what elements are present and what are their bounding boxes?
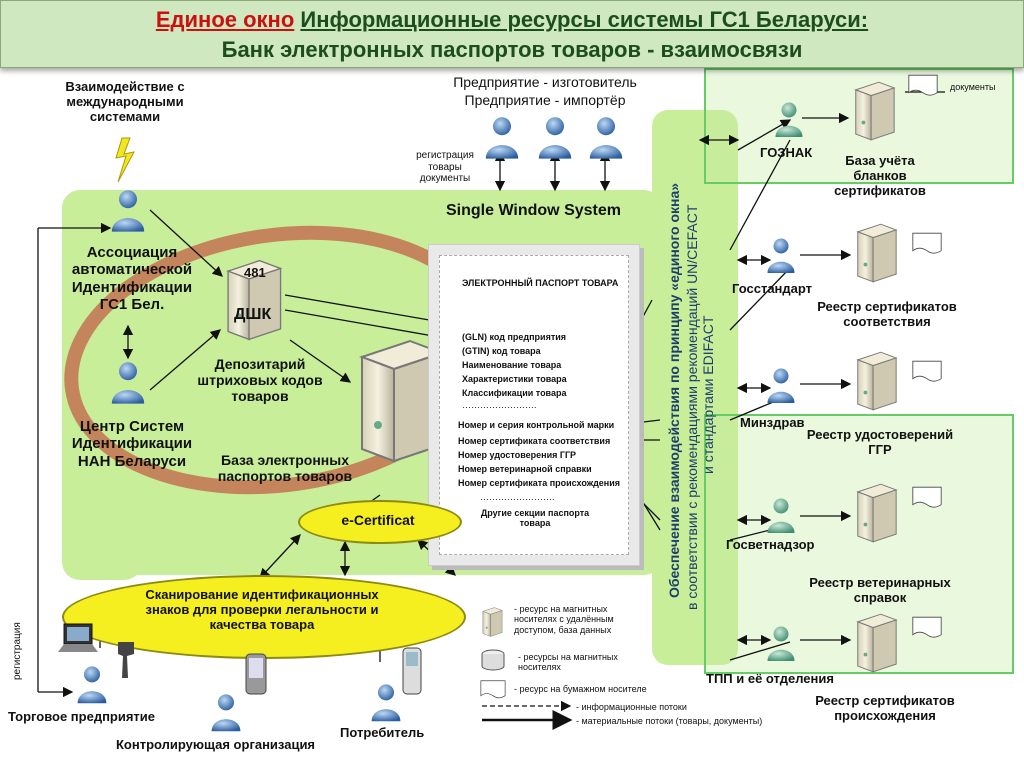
legend-disk-icon	[481, 649, 505, 671]
passport-line: Классификации товара	[462, 388, 567, 398]
passport-panel: ЭЛЕКТРОННЫЙ ПАСПОРТ ТОВАРА (GLN) код пре…	[428, 244, 640, 566]
person-icon	[766, 366, 796, 404]
band-text-1: Обеспечение взаимодействия по принципу «…	[666, 182, 682, 598]
person-icon	[76, 664, 108, 704]
goznak-label: ГОЗНАК	[760, 145, 813, 160]
dshk-caption: Депозитарий штриховых кодов товаров	[197, 356, 323, 405]
minzdrav-db-label: Реестр удостоверений ГГР	[806, 427, 954, 457]
passport-line: Номер и серия контрольной марки	[458, 420, 615, 430]
person-icon	[484, 115, 520, 159]
passport-line: Номер сертификата происхождения	[458, 478, 621, 488]
gosstandart-label: Госстандарт	[732, 281, 813, 296]
passport-line: Номер ветеринарной справки	[458, 464, 592, 474]
dshk-label: ДШК	[234, 306, 272, 323]
scanner-icon	[118, 642, 134, 678]
gosstandart-db-label: Реестр сертификатов соответствия	[817, 299, 957, 329]
association-label: Ассоциация автоматической Идентификации …	[71, 244, 193, 313]
page-title: Информационные ресурсы системы ГС1 Белар…	[300, 7, 869, 32]
goznak-box	[704, 68, 1014, 184]
gosvet-db-label: Реестр ветеринарных справок	[809, 575, 951, 605]
passport-line: Другие секции паспорта товара	[480, 508, 590, 529]
person-icon	[766, 624, 796, 662]
person-icon	[774, 100, 804, 138]
title-accent: Единое окно	[155, 7, 295, 32]
single-window-label: Single Window System	[446, 202, 621, 219]
importer-label: Предприятие - импортёр	[464, 92, 626, 108]
gosvet-label: Госветнадзор	[726, 537, 815, 552]
lightning-icon	[115, 137, 135, 183]
person-icon	[370, 682, 402, 722]
dshk-number: 481	[244, 265, 266, 280]
consumer-label: Потребитель	[340, 725, 425, 740]
paper-icon	[912, 486, 942, 510]
legend-paper-icon	[480, 680, 506, 700]
person-icon	[766, 496, 796, 534]
producer-label: Предприятие - изготовитель	[453, 74, 637, 90]
control-label: Контролирующая организация	[116, 737, 316, 752]
server-icon	[850, 80, 898, 142]
server-icon	[852, 350, 900, 412]
legend-material-text: - материальные потоки (товары, документы…	[576, 716, 763, 726]
person-icon	[110, 360, 146, 404]
laptop-icon	[58, 623, 98, 652]
passport-heading: ЭЛЕКТРОННЫЙ ПАСПОРТ ТОВАРА	[462, 278, 619, 288]
tpp-label: ТПП и её отделения	[706, 671, 834, 686]
band-text-3: и стандартами EDIFACT	[700, 315, 716, 474]
passport-line: Наименование товара	[462, 360, 562, 370]
legend-info-text: - информационные потоки	[576, 702, 687, 712]
legend-server-text: - ресурс на магнитных носителях с удалён…	[514, 604, 614, 635]
international-label: Взаимодействие с международными системам…	[65, 79, 185, 124]
goznak-db-label: База учёта бланков сертификатов	[834, 153, 926, 198]
person-icon	[537, 115, 573, 159]
scan-label: Сканирование идентификационных знаков дл…	[145, 587, 379, 632]
registration-docs-label: регистрация товары документы	[416, 150, 474, 184]
server-icon	[852, 222, 900, 284]
paper-icon	[908, 74, 938, 98]
legend-disk-text: - ресурсы на магнитных носителях	[518, 652, 618, 673]
legend-server-icon	[480, 606, 504, 638]
database-caption: База электронных паспортов товаров	[217, 452, 353, 485]
passport-line: Номер сертификата соответствия	[458, 436, 611, 446]
passport-line: (GTIN) код товара	[462, 346, 541, 356]
paper-icon	[912, 360, 942, 384]
band-text-2: в соответствии с рекомендациями рекоменд…	[684, 204, 700, 610]
person-icon	[110, 188, 146, 232]
phone-icon	[402, 647, 422, 695]
tpp-db-label: Реестр сертификатов происхождения	[815, 693, 955, 723]
passport-line: Номер удостоверения ГГР	[458, 450, 577, 460]
minzdrav-label: Минздрав	[740, 415, 805, 430]
registration-label: регистрация	[12, 622, 23, 680]
documents-label: документы	[950, 82, 996, 92]
passport-line: Характеристики товара	[462, 374, 567, 384]
paper-icon	[912, 616, 942, 640]
pda-icon	[245, 653, 267, 695]
page-subtitle: Банк электронных паспортов товаров - вза…	[221, 37, 803, 62]
server-icon	[852, 482, 900, 544]
passport-line: …………………….	[462, 400, 537, 410]
e-certificat-label: e-Certificat	[341, 512, 415, 528]
title-banner: Единое окно Информационные ресурсы систе…	[0, 0, 1024, 68]
retail-label: Торговое предприятие	[8, 709, 156, 724]
person-icon	[210, 692, 242, 732]
server-icon	[852, 612, 900, 674]
passport-line: (GLN) код предприятия	[462, 332, 567, 342]
single-window-band	[652, 110, 738, 665]
legend-paper-text: - ресурс на бумажном носителе	[514, 684, 647, 694]
center-systems-label: Центр Систем Идентификации НАН Беларуси	[71, 418, 193, 470]
passport-line: …………………….	[480, 492, 555, 502]
e-certificat-ellipse	[298, 500, 462, 544]
person-icon	[588, 115, 624, 159]
person-icon	[766, 236, 796, 274]
paper-icon	[912, 232, 942, 256]
